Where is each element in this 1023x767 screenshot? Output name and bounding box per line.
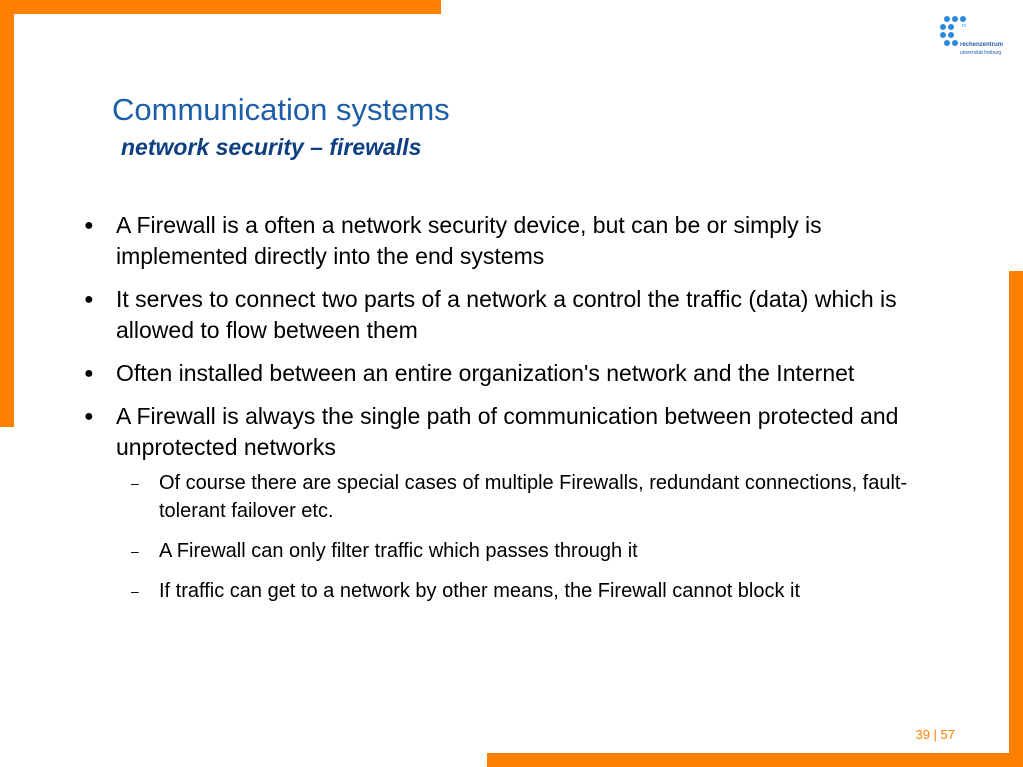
logo-dot [952,16,958,22]
sub-bullet-text: If traffic can get to a network by other… [159,580,801,602]
sub-bullet-item: – A Firewall can only filter traffic whi… [116,537,950,565]
frame-bar-top [0,0,441,14]
bullet-item: ● A Firewall is always the single path o… [80,401,950,605]
logo-dot [960,16,966,22]
bullet-text: It serves to connect two parts of a netw… [116,286,897,343]
bullet-dot-icon: ● [84,217,94,234]
bullet-list: ● A Firewall is a often a network securi… [80,210,950,605]
bullet-dot-icon: ● [84,365,94,382]
logo-dot [940,32,946,38]
sub-bullet-text: A Firewall can only filter traffic which… [159,540,638,562]
bullet-text: Often installed between an entire organi… [116,360,855,386]
logo-dot [948,32,954,38]
logo-dot [944,16,950,22]
slide-title: Communication systems [112,92,450,127]
logo-dot [948,24,954,30]
logo-dot [940,24,946,30]
slide-content: ● A Firewall is a often a network securi… [80,210,950,617]
sub-bullet-item: – If traffic can get to a network by oth… [116,577,950,605]
bullet-dot-icon: ● [84,408,94,425]
bullet-item: ● Often installed between an entire orga… [80,358,950,389]
frame-bar-right [1009,271,1023,767]
bullet-item: ● It serves to connect two parts of a ne… [80,284,950,346]
rz-logo: rz rechenzentrum universität freiburg [938,14,1018,64]
logo-mark: rz [962,23,967,29]
bullet-dot-icon: ● [84,291,94,308]
sub-bullet-list: – Of course there are special cases of m… [116,469,950,605]
logo-dot [944,40,950,46]
sub-bullet-dash-icon: – [131,543,139,559]
sub-bullet-item: – Of course there are special cases of m… [116,469,950,525]
sub-bullet-dash-icon: – [131,475,139,491]
logo-name: rechenzentrum [960,42,1004,48]
bullet-text: A Firewall is a often a network security… [116,212,822,269]
logo-dot [952,40,958,46]
sub-bullet-text: Of course there are special cases of mul… [159,472,908,522]
page-number: 39 | 57 [915,727,955,742]
logo-subname: universität freiburg [960,50,1002,56]
frame-bar-left [0,0,14,427]
bullet-text: A Firewall is always the single path of … [116,403,899,460]
frame-bar-bottom [487,753,1023,767]
slide-subtitle: network security – firewalls [121,134,422,160]
sub-bullet-dash-icon: – [131,583,139,599]
bullet-item: ● A Firewall is a often a network securi… [80,210,950,272]
